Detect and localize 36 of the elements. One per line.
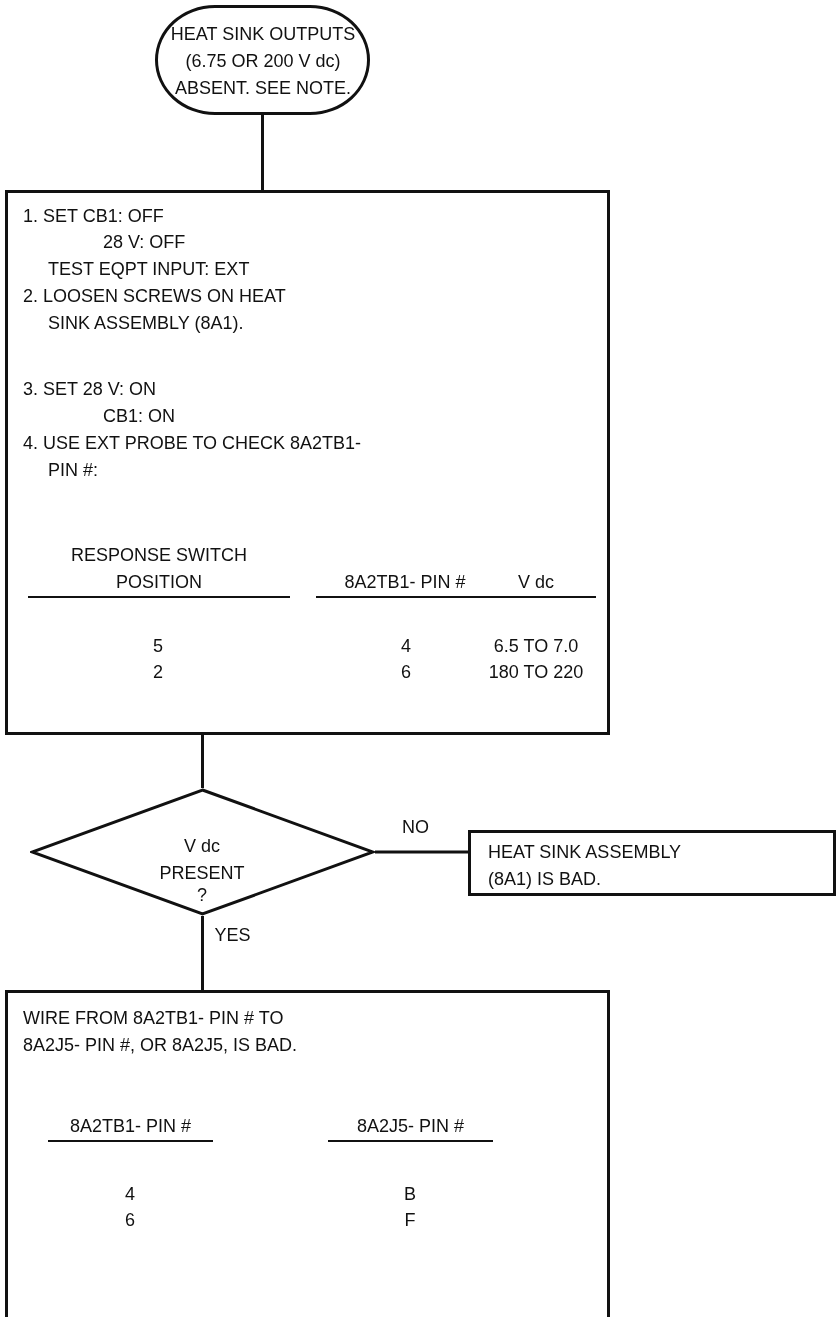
table-cell-text: 2 <box>152 661 164 684</box>
table-cell-text: 4 <box>124 1183 136 1206</box>
table-header: 8A2TB1- PIN # <box>316 569 494 598</box>
table-cell-text: B <box>403 1183 417 1206</box>
table-header: V dc <box>476 569 596 598</box>
decision-text: ? <box>196 884 208 907</box>
decision-diamond <box>30 788 375 916</box>
table-cell-text: 6 <box>124 1209 136 1232</box>
connector-line <box>201 916 204 990</box>
table-cell-text: F <box>403 1209 417 1232</box>
connector-line <box>201 735 204 788</box>
result-text: WIRE FROM 8A2TB1- PIN # TO 8A2J5- PIN #, OR 8A2J5, IS BAD. <box>23 1007 299 1057</box>
step-text: CB1: ON <box>103 405 176 428</box>
step-text: TEST EQPT INPUT: EXT <box>48 258 250 281</box>
result-box <box>5 990 610 1317</box>
terminal-text: HEAT SINK OUTPUTS (6.75 OR 200 V dc) ABSENT. SEE NOTE. <box>169 23 357 100</box>
table-header: RESPONSE SWITCH POSITION <box>28 542 290 598</box>
step-text: 2. LOOSEN SCREWS ON HEAT SINK ASSEMBLY (8A1). <box>23 285 287 335</box>
terminal-shape <box>155 5 370 115</box>
table-cell-text: 6 <box>400 661 412 684</box>
step-text: 4. USE EXT PROBE TO CHECK 8A2TB1- PIN #: <box>23 432 363 482</box>
table-cell-text: 180 TO 220 <box>487 661 585 684</box>
connector-line <box>261 115 264 190</box>
process-box <box>5 190 610 735</box>
step-text: 28 V: OFF <box>103 231 186 254</box>
connector-line <box>375 850 468 854</box>
table-header: 8A2J5- PIN # <box>328 1113 493 1142</box>
table-header: 8A2TB1- PIN # <box>48 1113 213 1142</box>
table-cell-text: 4 <box>400 635 412 658</box>
step-text: 1. SET CB1: OFF <box>23 205 164 228</box>
table-cell-text: 5 <box>152 635 164 658</box>
result-text: HEAT SINK ASSEMBLY (8A1) IS BAD. <box>488 841 682 891</box>
step-text: 3. SET 28 V: ON <box>23 378 157 401</box>
decision-text: V dc PRESENT <box>158 835 246 885</box>
result-box <box>468 830 836 896</box>
table-cell-text: 6.5 TO 7.0 <box>492 635 580 658</box>
